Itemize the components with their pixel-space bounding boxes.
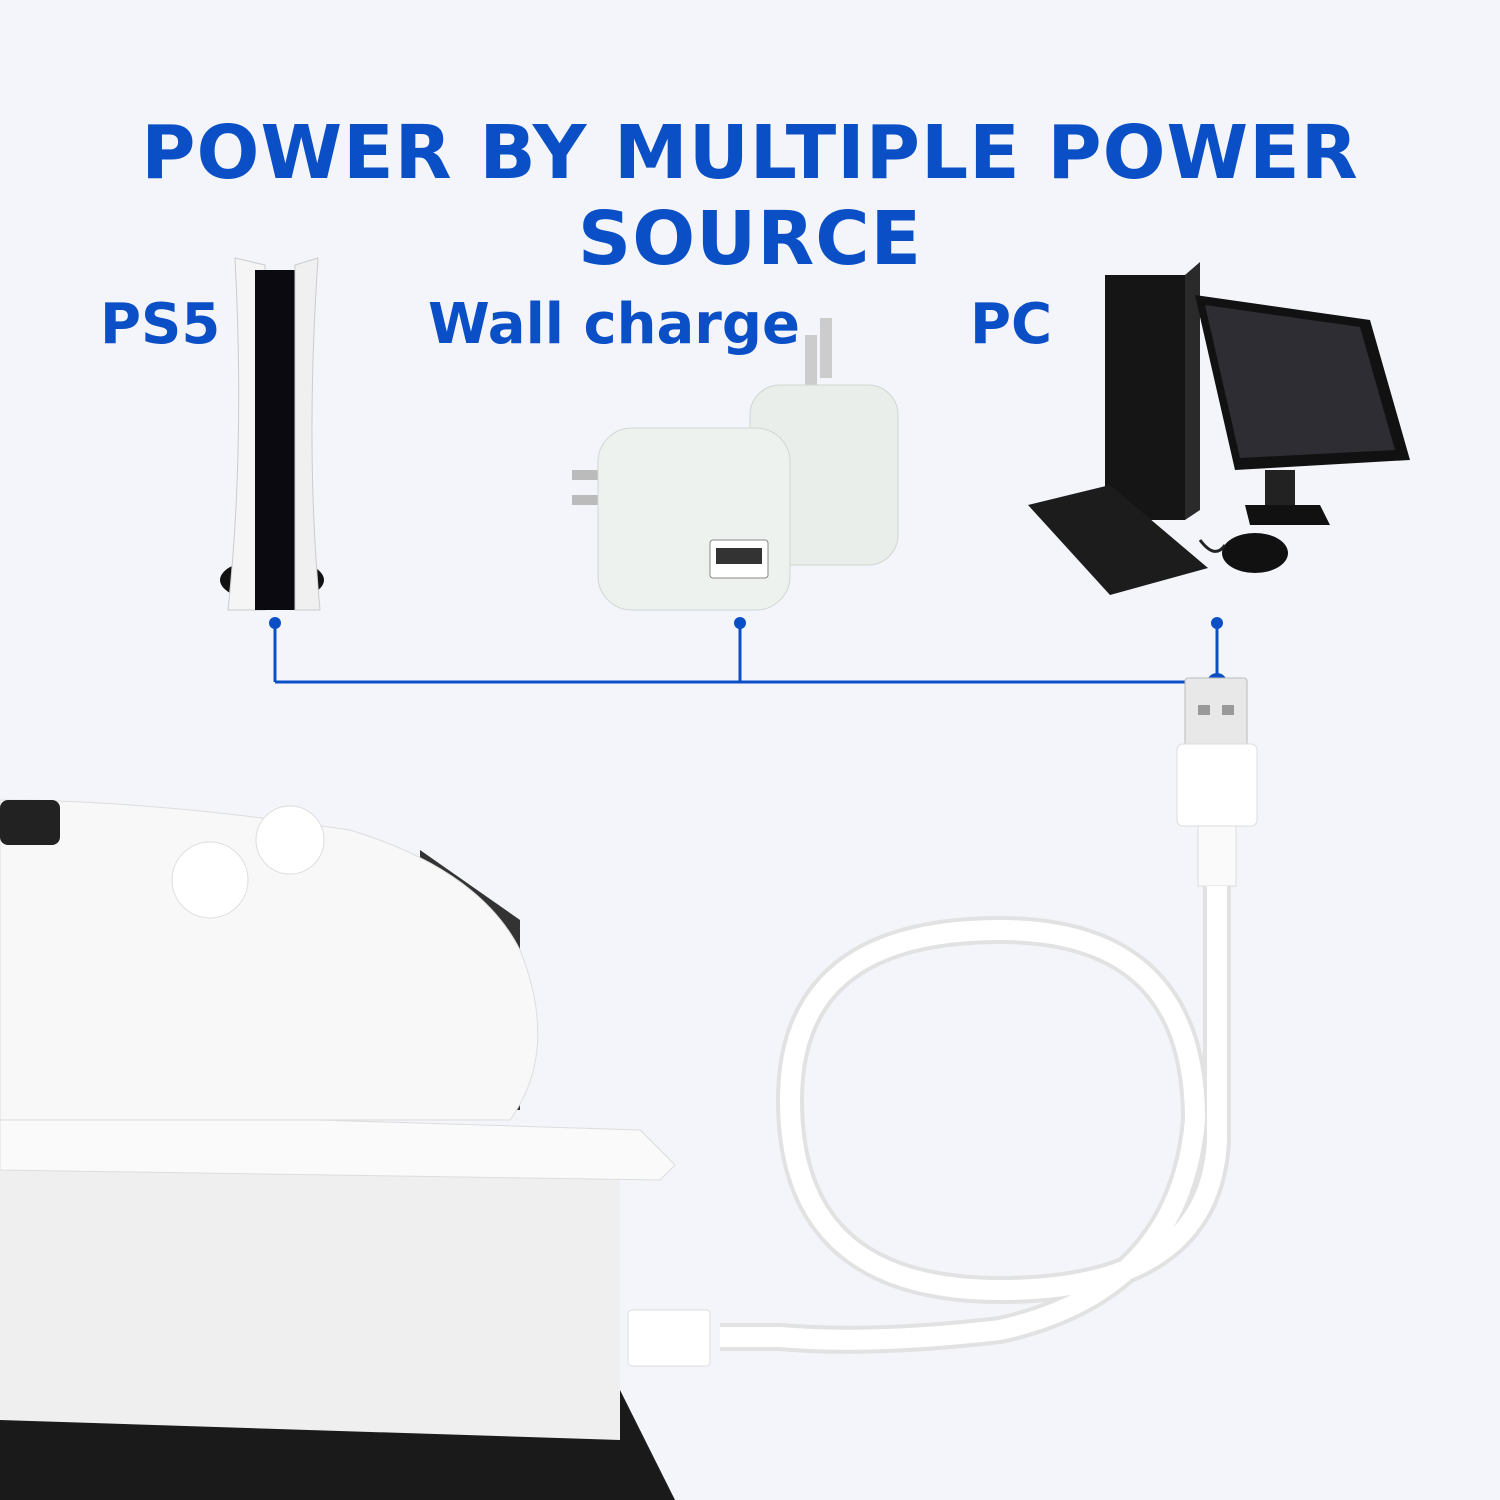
controller-charging-stand-image bbox=[0, 799, 676, 1500]
wall-charger-image bbox=[572, 318, 899, 611]
connector-lines bbox=[273, 623, 1219, 684]
ps5-console-image bbox=[220, 257, 324, 611]
label-wall-charge: Wall charge bbox=[428, 292, 800, 357]
label-pc: PC bbox=[970, 292, 1053, 357]
page-title: POWER BY MULTIPLE POWER SOURCE bbox=[141, 110, 1359, 282]
usb-cable-image bbox=[627, 677, 1258, 1367]
label-ps5: PS5 bbox=[100, 292, 221, 357]
desktop-pc-image bbox=[1028, 262, 1410, 595]
